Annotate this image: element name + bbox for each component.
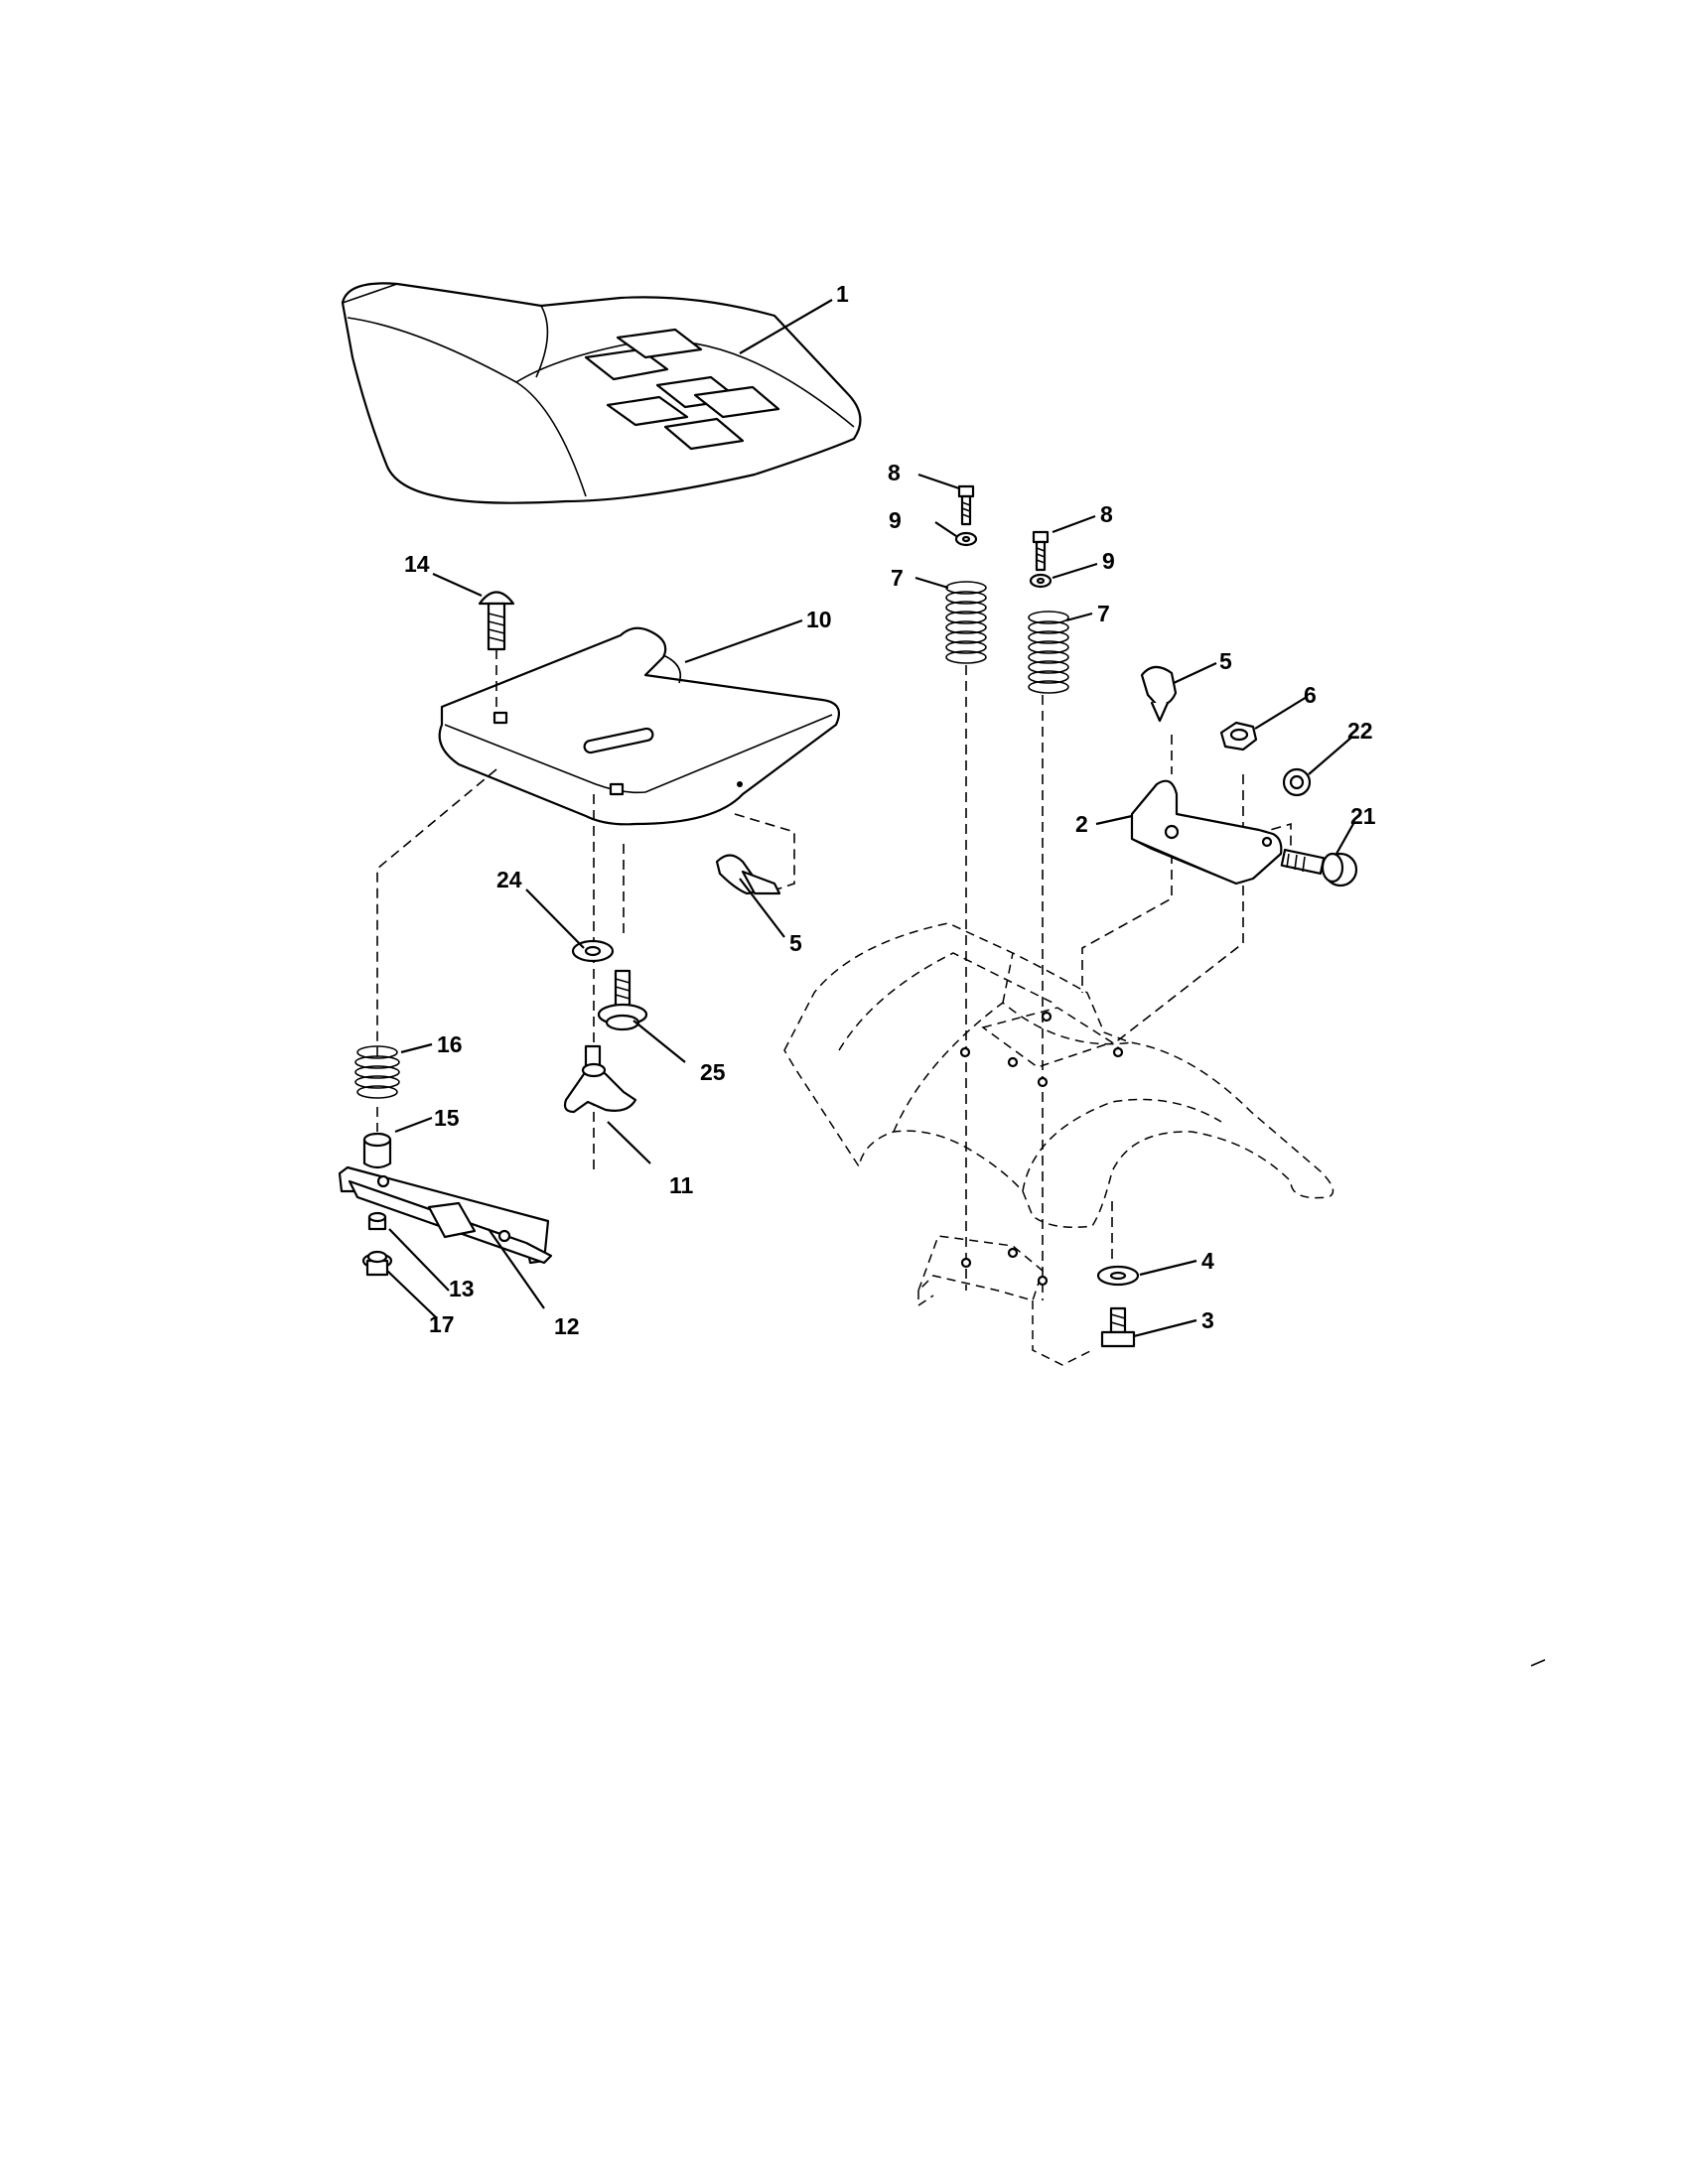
callout-9-left: 9: [889, 507, 902, 533]
hex-bolt-left: [957, 484, 975, 526]
callout-5-right: 5: [1219, 648, 1232, 674]
lock-washer-right: [1029, 573, 1052, 589]
pivot-bracket: [1130, 779, 1283, 886]
seat-clip-right: [1140, 665, 1178, 723]
callout-11: 11: [669, 1172, 694, 1198]
seat-clip-left: [715, 854, 781, 895]
callout-3: 3: [1201, 1307, 1214, 1333]
callout-10: 10: [806, 607, 832, 632]
assembly-lines-right: [965, 665, 1292, 1300]
seat: [341, 282, 862, 504]
lock-nut: [1219, 721, 1258, 751]
callout-2: 2: [1075, 811, 1088, 837]
seat-spring-left: [945, 581, 987, 664]
frame-bracket-outline: [917, 1235, 1093, 1366]
hex-nut: [1282, 767, 1312, 797]
callout-12: 12: [554, 1313, 580, 1339]
callout-8-left: 8: [888, 460, 901, 485]
callout-numbers: 1 2 3 4 5 5 6 7 7 8 8 9 9 10 11 12 13 14…: [404, 281, 1376, 1339]
callout-7-right: 7: [1097, 601, 1110, 626]
seat-spring-right: [1028, 611, 1069, 694]
wing-knob: [563, 1044, 637, 1114]
seat-pads: [584, 328, 780, 451]
pivot-bolt: [1280, 848, 1358, 887]
stray-mark: [1530, 1659, 1546, 1667]
shoulder-bolt: [597, 969, 648, 1031]
callout-6: 6: [1304, 682, 1317, 708]
callout-16: 16: [437, 1031, 463, 1057]
lock-nut-small: [367, 1211, 387, 1231]
callout-8-right: 8: [1100, 501, 1113, 527]
callout-4: 4: [1201, 1248, 1214, 1274]
callout-14: 14: [404, 551, 430, 577]
compression-spring-small: [354, 1045, 400, 1099]
callout-9-right: 9: [1102, 548, 1115, 574]
carriage-bolt: [478, 591, 515, 651]
callout-17: 17: [429, 1311, 455, 1337]
lock-washer-left: [954, 531, 978, 547]
callout-7-left: 7: [891, 565, 904, 591]
callout-13: 13: [449, 1276, 475, 1301]
callout-22: 22: [1347, 718, 1373, 744]
callout-25: 25: [700, 1059, 726, 1085]
seat-pan: [438, 626, 840, 826]
assembly-lines-left: [376, 649, 795, 1171]
hex-bolt-bottom: [1100, 1306, 1136, 1348]
fender-outline: [783, 922, 1334, 1228]
callout-15: 15: [434, 1105, 460, 1131]
callout-1: 1: [836, 281, 849, 307]
callout-21: 21: [1350, 803, 1376, 829]
flat-washer-large: [1096, 1265, 1140, 1287]
callout-5-left: 5: [789, 930, 802, 956]
hex-bolt-right: [1032, 530, 1050, 572]
flange-nut: [361, 1250, 393, 1277]
callout-24: 24: [496, 867, 522, 892]
spacer: [362, 1132, 392, 1169]
leader-lines: [386, 299, 1355, 1338]
